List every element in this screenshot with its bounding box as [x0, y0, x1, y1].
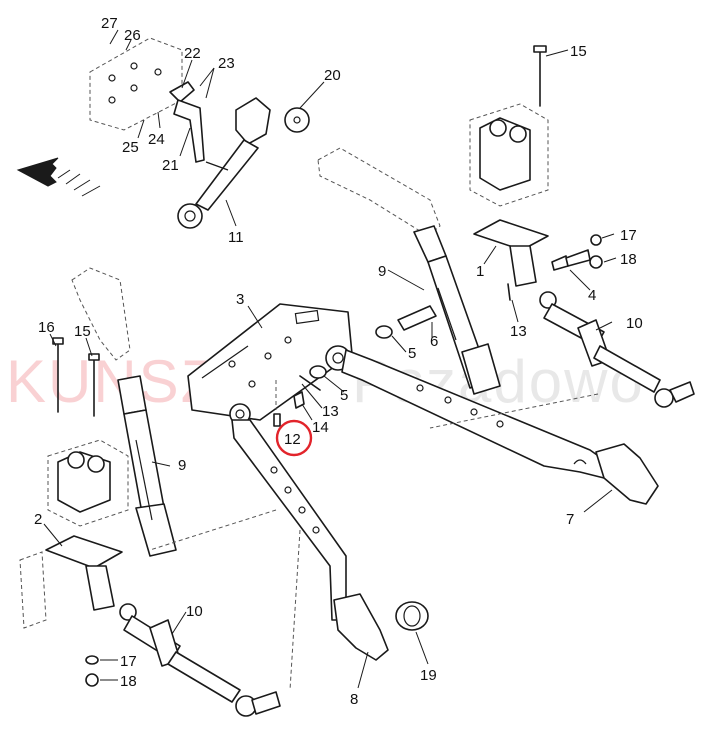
callout-5-upper: 5: [408, 345, 416, 362]
callout-5-lower: 5: [340, 387, 348, 404]
top-mounting-plate: [89, 37, 205, 163]
left-stabilizer-10: [119, 603, 281, 717]
callout-4: 4: [588, 287, 596, 304]
highlight-ring[interactable]: [275, 419, 313, 457]
callout-15-top: 15: [570, 43, 587, 60]
left-bracket-2: [19, 439, 129, 629]
callout-22: 22: [184, 45, 201, 62]
hardware-left: [85, 655, 99, 687]
callout-2: 2: [34, 511, 42, 528]
callout-21: 21: [162, 157, 179, 174]
callout-1: 1: [476, 263, 484, 280]
right-bracket-1: [469, 45, 549, 287]
callout-15-left: 15: [74, 323, 91, 340]
callout-10-right: 10: [626, 315, 643, 332]
callout-labels: 27 26 22 23 20 15 25 24 21 11 17 18 9 1 …: [34, 15, 643, 708]
ball-20: [284, 107, 310, 133]
bracket-21: [173, 99, 205, 163]
assembly-lines: [149, 380, 599, 691]
ball-19: [395, 601, 429, 631]
callout-11: 11: [228, 229, 244, 246]
arrow-left-icon: [16, 157, 101, 197]
callout-27: 27: [101, 15, 118, 32]
callout-26: 26: [124, 27, 141, 44]
callout-13-right: 13: [510, 323, 527, 340]
callout-23: 23: [218, 55, 235, 72]
callout-14: 14: [312, 419, 329, 436]
lower-link-7: [325, 345, 659, 505]
callout-18-right: 18: [620, 251, 637, 268]
pin-12: [273, 413, 281, 427]
right-stabilizer-10: [539, 291, 695, 408]
callout-19: 19: [420, 667, 437, 684]
callout-17-left: 17: [120, 653, 137, 670]
callout-13-centre: 13: [322, 403, 339, 420]
callout-3: 3: [236, 291, 244, 308]
callout-9-left: 9: [178, 457, 186, 474]
centre-plate-3: [187, 303, 353, 421]
callout-20: 20: [324, 67, 341, 84]
left-bolts: [52, 337, 100, 417]
pins-and-washers: [273, 305, 437, 427]
hardware-right: [507, 234, 603, 301]
leader-lines: [43, 29, 617, 689]
right-lift-rod-9: [317, 147, 501, 395]
callout-9-right: 9: [378, 263, 386, 280]
callout-6: 6: [430, 333, 438, 350]
callout-25: 25: [122, 139, 139, 156]
callout-7: 7: [566, 511, 574, 528]
callout-16: 16: [38, 319, 55, 336]
top-link-11: [177, 97, 271, 229]
left-lift-rod-9: [71, 267, 177, 557]
callout-18-left: 18: [120, 673, 137, 690]
callout-12[interactable]: 12: [284, 431, 301, 448]
callout-10-left: 10: [186, 603, 203, 620]
callout-24: 24: [148, 131, 165, 148]
callout-8: 8: [350, 691, 358, 708]
callout-17-right: 17: [620, 227, 637, 244]
lower-link-8: [229, 403, 389, 661]
